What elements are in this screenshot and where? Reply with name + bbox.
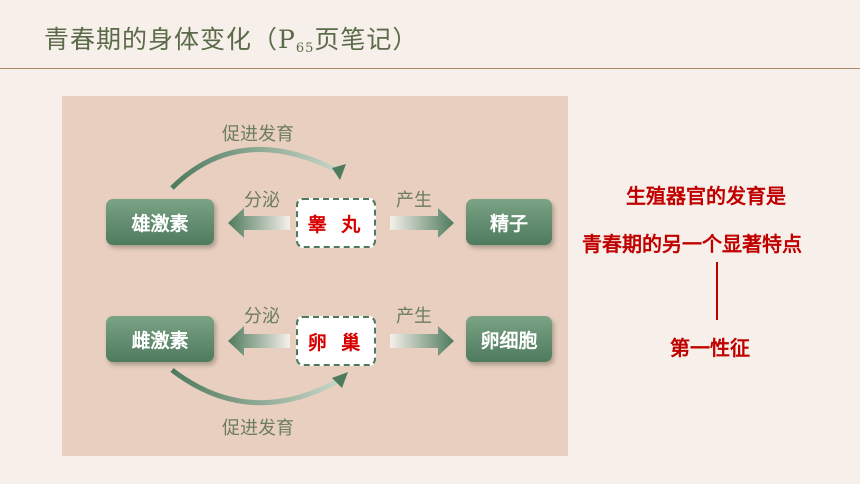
promote-label-female: 促进发育 xyxy=(222,418,294,439)
arc-arrow-head-male xyxy=(332,164,346,180)
arc-arrow-female xyxy=(170,368,342,406)
arc-arrow-head-female xyxy=(332,372,348,388)
cell-box-egg: 卵细胞 xyxy=(466,316,552,362)
promote-label-male: 促进发育 xyxy=(222,124,294,145)
organ-box-ovary: 卵 巢 xyxy=(296,316,376,366)
secrete-arrow-male xyxy=(228,208,290,238)
page-number-subscript: 65 xyxy=(295,41,315,56)
title-divider xyxy=(0,68,860,69)
secrete-arrow-female xyxy=(228,326,290,356)
page-title: 青春期的身体变化（P65页笔记） xyxy=(44,25,419,56)
produce-arrow-female xyxy=(390,326,454,356)
note-line-2: 青春期的另一个显著特点 xyxy=(582,232,802,256)
secrete-label-male: 分泌 xyxy=(244,190,280,211)
note-line-1: 生殖器官的发育是 xyxy=(626,184,786,208)
note-connector-line xyxy=(716,262,718,320)
produce-label-female: 产生 xyxy=(396,306,432,327)
hormone-box-male: 雄激素 xyxy=(106,199,214,245)
produce-arrow-male xyxy=(390,208,454,238)
hormone-box-female: 雌激素 xyxy=(106,316,214,362)
diagram-panel xyxy=(62,96,568,456)
organ-box-testis: 睾 丸 xyxy=(296,198,376,248)
secrete-label-female: 分泌 xyxy=(244,306,280,327)
cell-box-sperm: 精子 xyxy=(466,199,552,245)
arc-arrow-male xyxy=(170,146,342,190)
produce-label-male: 产生 xyxy=(396,190,432,211)
note-primary-sex-characteristic: 第一性征 xyxy=(670,336,750,360)
